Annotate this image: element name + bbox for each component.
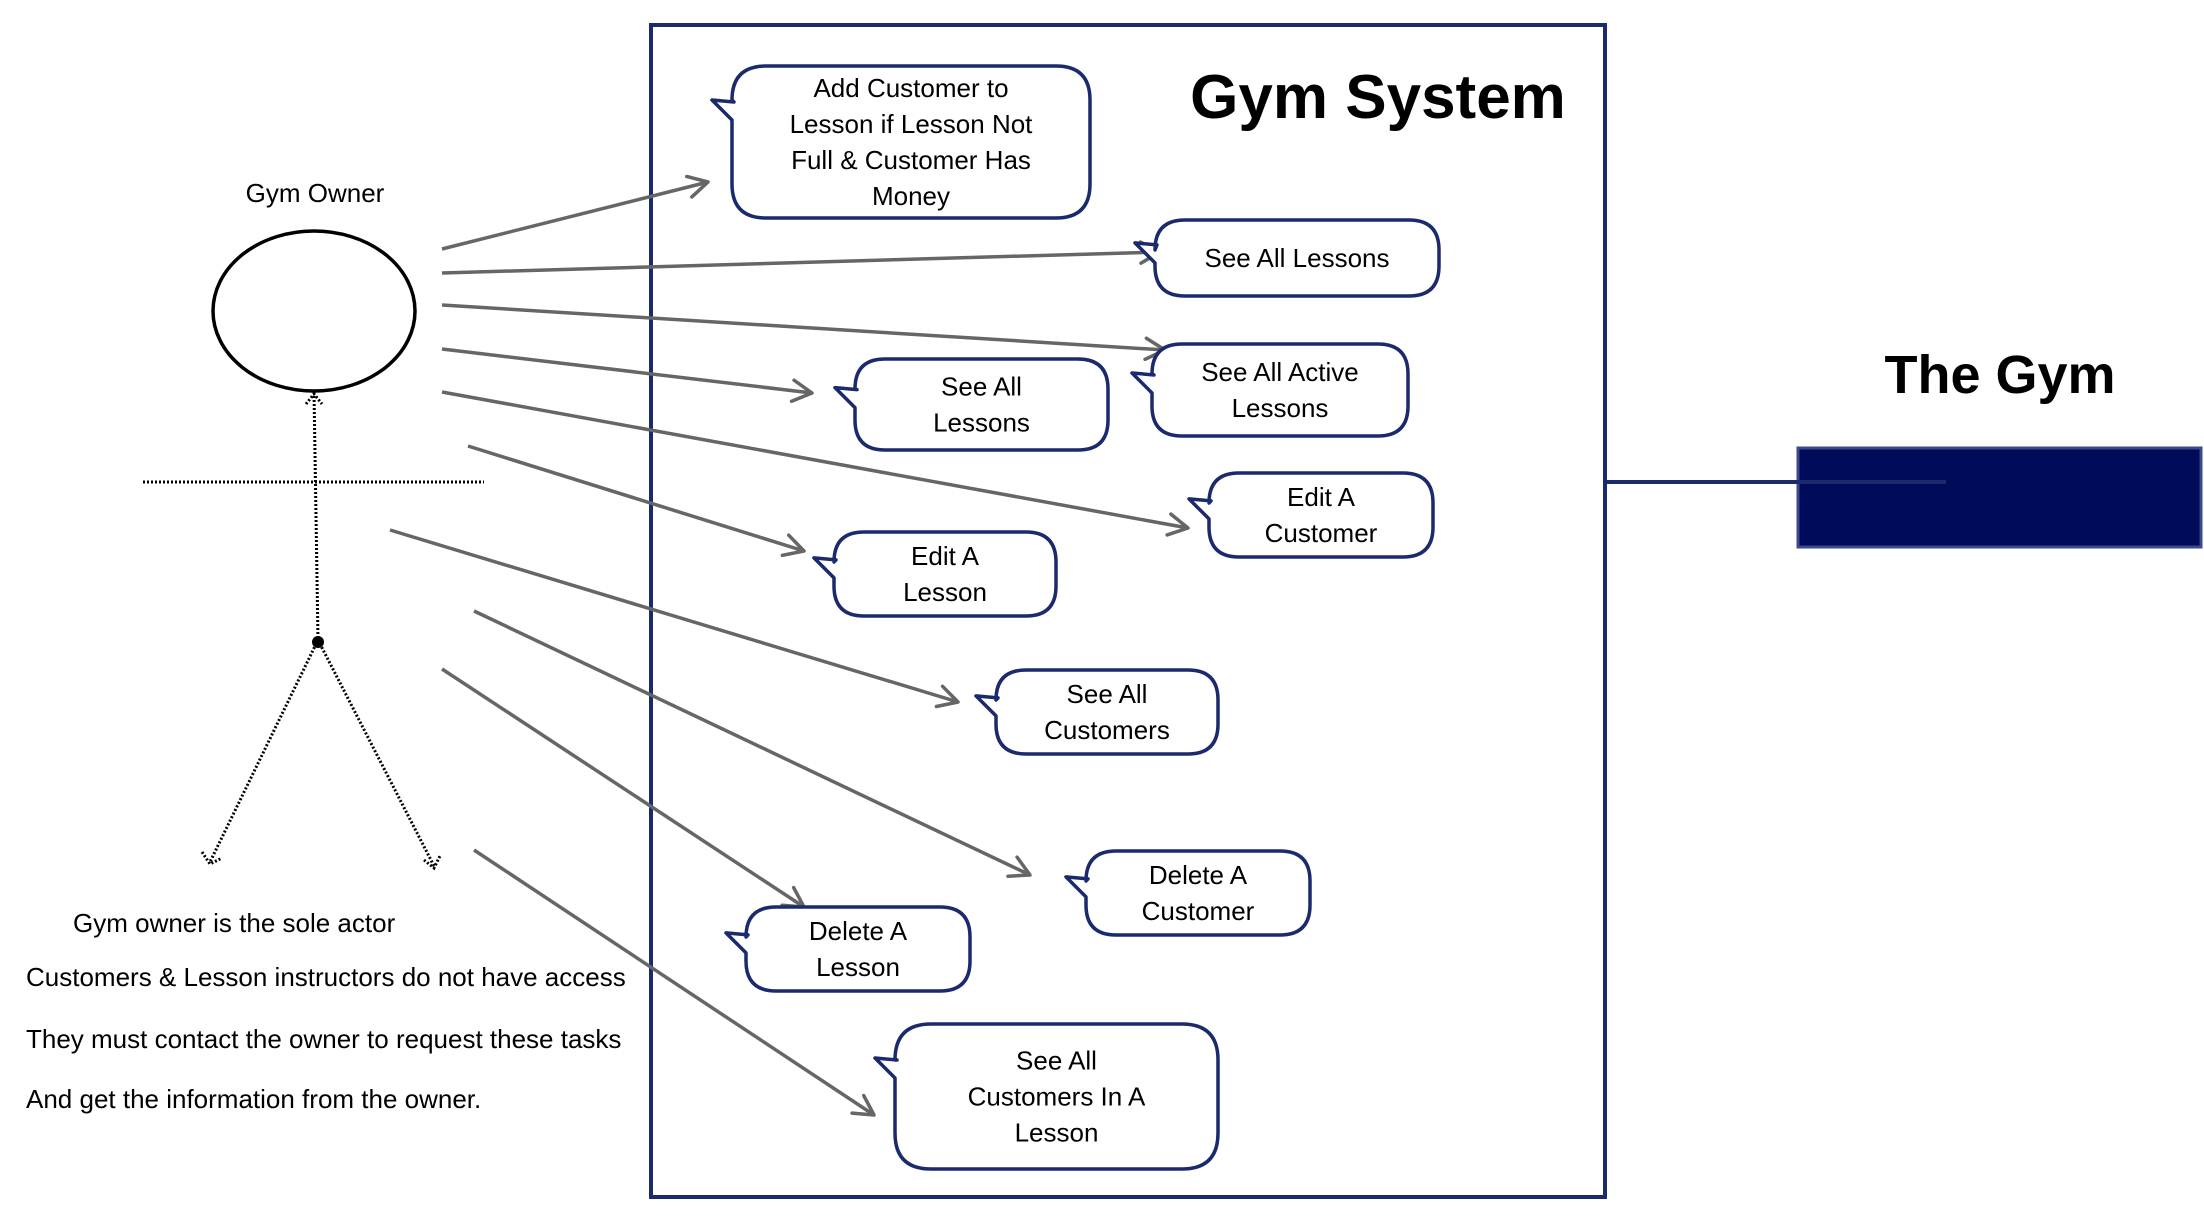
arrowhead-icon [780, 533, 806, 558]
use-case-bubbles: Add Customer to Lesson if Lesson NotFull … [710, 64, 1441, 1171]
note-line-1: Gym owner is the sole actor [73, 908, 396, 938]
use-case-label: Full & Customer Has [791, 145, 1031, 175]
association-line [441, 250, 1161, 275]
actor-right-foot [423, 855, 442, 871]
use-case-delete-a-lesson: Delete A Lesson [724, 905, 972, 993]
use-case-label: Customers [1044, 715, 1170, 745]
use-case-add-customer-to-lesson: Add Customer to Lesson if Lesson NotFull … [710, 64, 1092, 220]
use-case-bubble [873, 1022, 1220, 1171]
use-case-label: Lesson [1015, 1118, 1099, 1148]
use-case-bubble [1133, 218, 1441, 298]
actor-neck-mark [304, 391, 324, 405]
system-title: Gym System [1190, 63, 1566, 132]
association-line [473, 848, 875, 1117]
use-case-label: Edit A [911, 541, 980, 571]
note-line-2: Customers & Lesson instructors do not ha… [26, 962, 626, 992]
actor-left-leg [208, 639, 320, 863]
use-case-label: Lesson [903, 577, 987, 607]
use-case-bubble [1064, 849, 1312, 937]
use-case-bubble [812, 530, 1058, 618]
use-case-bubble [1187, 471, 1435, 559]
use-case-label: Customers In A [968, 1082, 1146, 1112]
use-case-see-all-lessons-1: See All Lessons [1133, 218, 1441, 298]
note-line-4: And get the information from the owner. [26, 1084, 481, 1114]
actor-right-leg [316, 639, 436, 867]
arrowhead-icon [850, 1093, 876, 1117]
actor-stick-figure [143, 229, 484, 871]
actor-left-foot [200, 851, 223, 866]
arrowhead-icon [789, 378, 814, 403]
association-line [441, 303, 1166, 352]
actor-hip-joint [312, 636, 324, 648]
use-case-delete-a-customer: Delete A Customer [1064, 849, 1312, 937]
actor-label: Gym Owner [246, 178, 385, 208]
use-case-label: Lessons [933, 408, 1030, 438]
use-case-label: Customer [1265, 518, 1378, 548]
arrowhead-icon [684, 174, 710, 199]
use-case-label: Lesson if Lesson Not [790, 109, 1034, 139]
actor-head [211, 229, 417, 393]
association-line [441, 180, 709, 251]
use-case-label: Delete A [1149, 860, 1248, 890]
use-case-label: See All [1016, 1046, 1097, 1076]
use-case-label: Customer [1142, 896, 1255, 926]
use-case-label: Lessons [1232, 393, 1329, 423]
arrowhead-icon [934, 684, 960, 709]
association-arrows [389, 174, 1190, 1117]
use-case-label: Delete A [809, 916, 908, 946]
use-case-label: See All Lessons [1204, 243, 1389, 273]
use-case-label: See All [1067, 679, 1148, 709]
external-title: The Gym [1884, 345, 2115, 405]
actor-body [312, 391, 320, 641]
association-line [389, 528, 959, 704]
arrowhead-icon [780, 885, 806, 909]
use-case-label: Lesson [816, 952, 900, 982]
use-case-label: Add Customer to [813, 73, 1008, 103]
use-case-edit-a-lesson: Edit A Lesson [812, 530, 1058, 618]
use-case-bubble [974, 668, 1220, 756]
use-case-label: See All Active [1201, 357, 1359, 387]
use-case-bubble [1130, 342, 1410, 438]
use-case-label: Money [872, 181, 950, 211]
use-case-label: See All [941, 372, 1022, 402]
use-case-bubble [833, 357, 1110, 452]
note-line-3: They must contact the owner to request t… [26, 1024, 621, 1054]
arrowhead-icon [1006, 855, 1032, 878]
use-case-bubble [710, 64, 1092, 220]
association-line [441, 667, 805, 909]
association-line [467, 444, 805, 553]
external-system-box [1796, 446, 2203, 549]
association-line [441, 347, 813, 395]
association-line [473, 609, 1031, 877]
association-line [441, 390, 1189, 530]
system-boundary [649, 23, 1607, 1199]
use-case-label: Edit A [1287, 482, 1356, 512]
arrowhead-icon [1165, 512, 1190, 537]
use-case-edit-a-customer: Edit A Customer [1187, 471, 1435, 559]
use-case-bubble [724, 905, 972, 993]
